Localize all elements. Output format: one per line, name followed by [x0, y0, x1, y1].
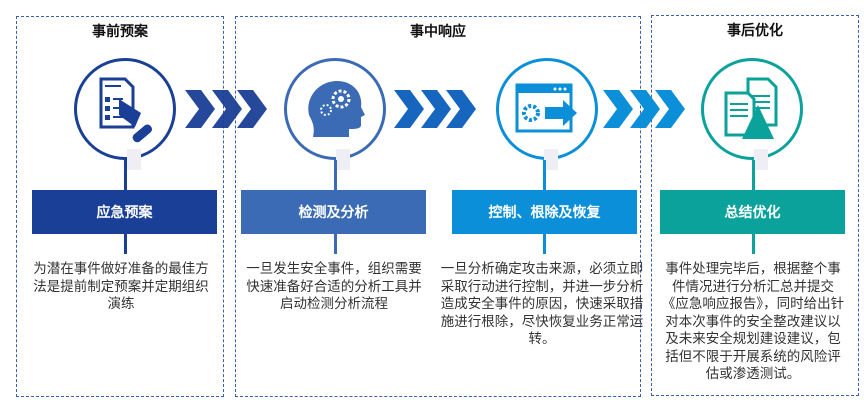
window-gear-arrow-icon: [515, 83, 577, 133]
step-icon-circle: [284, 58, 386, 160]
step-label-bar: 应急预案: [32, 190, 217, 234]
step-label: 应急预案: [96, 205, 153, 221]
step-label: 总结优化: [724, 205, 781, 221]
phase-after: 事后优化: [651, 15, 859, 396]
step-label-bar: 总结优化: [660, 190, 845, 234]
step-description: 为潜在事件做好准备的最佳方法是提前制定预案并定期组织演练: [33, 261, 209, 312]
chevron-arrows-icon: [185, 90, 267, 128]
chevron-arrows-icon: [394, 90, 476, 128]
step-description: 事件处理完毕后，根据整个事件情况进行分析汇总并提交《应急响应报告》，同时给出针对…: [661, 261, 845, 382]
step-label-bar: 控制、根除及恢复: [452, 190, 637, 234]
step-label-bar: 检测及分析: [241, 190, 426, 234]
step-description: 一旦分析确定攻击来源，必须立即采取行动进行控制，并进一步分析造成安全事件的原因，…: [440, 261, 644, 347]
step-icon-circle: [74, 58, 176, 160]
connector-notch: [754, 149, 768, 170]
step-label: 控制、根除及恢复: [488, 205, 601, 221]
step-icon-circle: [496, 58, 598, 160]
step-label: 检测及分析: [298, 205, 369, 221]
phase-before: 事前预案: [16, 16, 224, 397]
connector-notch: [544, 149, 558, 170]
step-description: 一旦发生安全事件，组织需要快速准备好合适的分析工具并启动检测分析流程: [246, 261, 422, 312]
phase-title: 事后优化: [727, 23, 783, 39]
phase-title: 事前预案: [92, 24, 148, 40]
phase-during: 事中响应: [235, 16, 641, 397]
connector-notch: [127, 149, 141, 170]
checklist-hand-icon: [99, 77, 153, 143]
documents-icon: [724, 77, 778, 139]
connector-notch: [336, 149, 350, 170]
step-icon-circle: [701, 58, 803, 160]
chevron-arrows-icon: [603, 90, 685, 128]
head-gears-icon: [308, 81, 365, 137]
phase-title: 事中响应: [410, 24, 466, 40]
